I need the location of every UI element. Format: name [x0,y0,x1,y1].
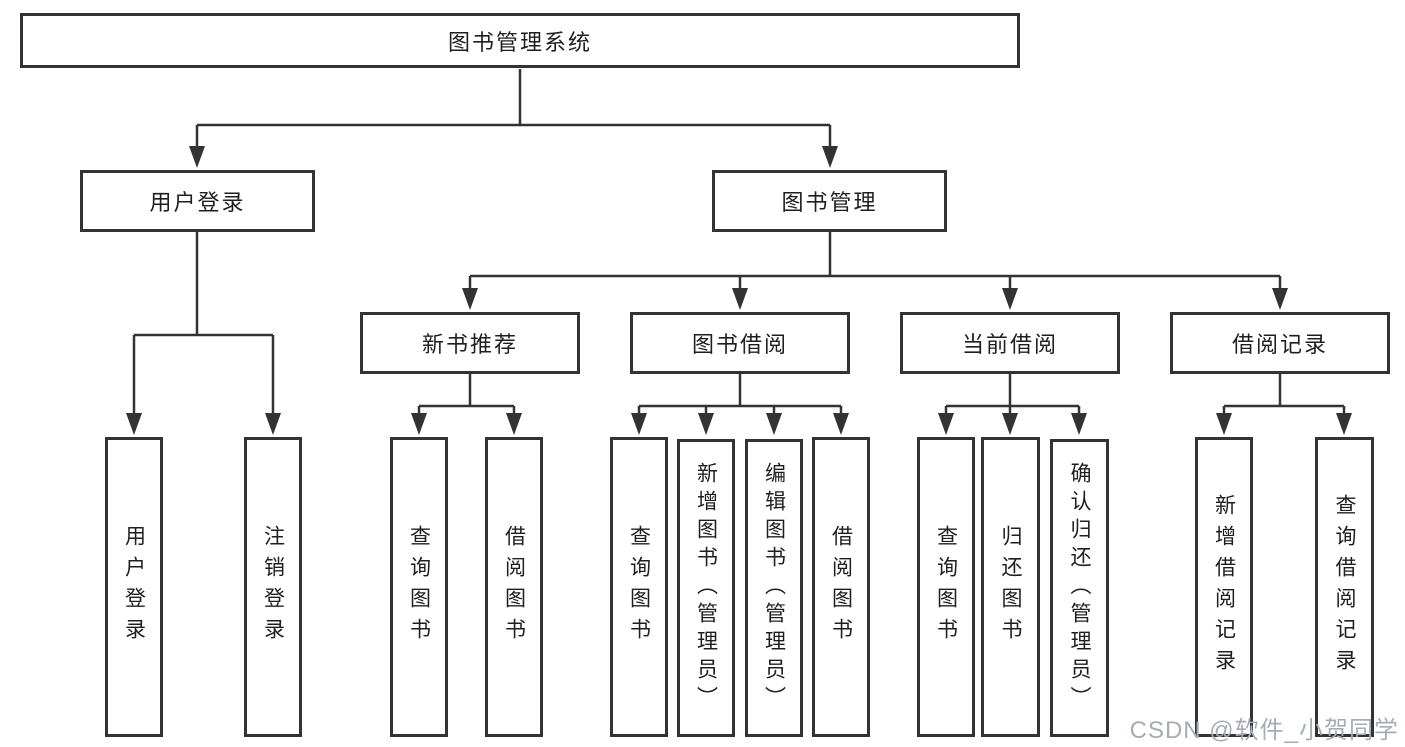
arrowhead [833,413,849,435]
leaf-br-add-borrow-record-label: 新增借阅记录 [1212,494,1236,680]
leaf-br-add-borrow-record: 新增借阅记录 [1195,437,1253,737]
leaf-logout-login-label: 注销登录 [261,525,285,649]
node-book-management-label: 图书管理 [781,190,878,215]
arrowhead [631,413,647,435]
leaf-cb-query-books-label: 查询图书 [934,525,958,649]
node-new-book-recommend: 新书推荐 [360,312,580,374]
arrowhead [1272,288,1288,310]
watermark: CSDN @软件_小贺同学 [1129,717,1399,744]
leaf-bb-edit-books-admin: 编辑图书（管理员） [745,439,803,737]
leaf-user-login-label: 用户登录 [122,525,146,649]
node-borrow-records-label: 借阅记录 [1231,332,1328,357]
arrowhead [462,288,478,310]
arrowhead [1336,413,1352,435]
arrowhead [1071,413,1087,435]
arrowhead [411,413,427,435]
arrowhead [1002,288,1018,310]
leaf-cb-return-books: 归还图书 [981,437,1040,737]
node-book-borrow-label: 图书借阅 [691,332,788,357]
leaf-bb-borrow-books-label: 借阅图书 [829,525,853,649]
leaf-br-query-borrow-record-label: 查询借阅记录 [1333,494,1356,680]
leaf-cb-confirm-return-admin-label: 确认归还（管理员） [1068,462,1091,714]
leaf-cb-return-books-label: 归还图书 [999,525,1022,649]
leaf-nb-query-books: 查询图书 [390,437,448,737]
leaf-bb-query-books-label: 查询图书 [627,525,651,649]
arrowhead [1002,413,1018,435]
leaf-bb-query-books: 查询图书 [610,437,668,737]
leaf-bb-add-books-admin: 新增图书（管理员） [677,439,735,737]
node-borrow-records: 借阅记录 [1170,312,1390,374]
arrowhead [265,413,281,435]
leaf-bb-borrow-books: 借阅图书 [812,437,870,737]
leaf-cb-query-books: 查询图书 [917,437,975,737]
arrowhead [766,413,782,435]
leaf-logout-login: 注销登录 [244,437,302,737]
leaf-bb-edit-books-admin-label: 编辑图书（管理员） [762,462,786,714]
leaf-user-login: 用户登录 [105,437,163,737]
node-root-label: 图书管理系统 [447,29,592,55]
arrowhead [1216,413,1232,435]
node-root: 图书管理系统 [20,13,1020,68]
arrowhead [732,288,748,310]
leaf-nb-query-books-label: 查询图书 [407,525,431,649]
node-current-borrow: 当前借阅 [900,312,1120,374]
arrowhead [126,413,142,435]
arrowhead [698,413,714,435]
leaf-bb-add-books-admin-label: 新增图书（管理员） [694,462,718,714]
node-new-book-recommend-label: 新书推荐 [421,332,518,357]
leaf-nb-borrow-books-label: 借阅图书 [502,525,526,649]
node-book-management: 图书管理 [712,170,947,232]
node-user-login-label: 用户登录 [149,190,246,215]
leaf-cb-confirm-return-admin: 确认归还（管理员） [1050,439,1109,737]
node-book-borrow: 图书借阅 [630,312,850,374]
arrowhead [822,146,838,168]
arrowhead [189,146,205,168]
leaf-nb-borrow-books: 借阅图书 [485,437,543,737]
arrowhead [506,413,522,435]
leaf-br-query-borrow-record: 查询借阅记录 [1315,437,1374,737]
node-current-borrow-label: 当前借阅 [961,332,1058,357]
arrowhead [938,413,954,435]
node-user-login: 用户登录 [80,170,315,232]
